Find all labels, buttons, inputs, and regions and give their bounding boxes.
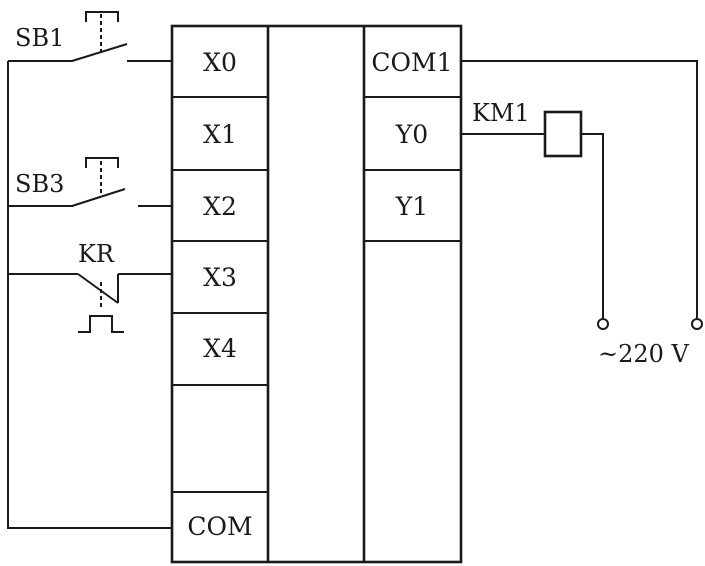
supply-terminal-left [597,318,609,330]
terminal-x1: X1 [203,120,237,149]
kr-label: KR [78,240,115,268]
km1-coil [543,110,583,158]
terminal-x0: X0 [203,48,237,77]
terminal-x2: X2 [203,192,237,221]
terminal-y0: Y0 [395,120,428,149]
sb1-label: SB1 [15,24,64,52]
supply-terminal-right [691,318,703,330]
output-circuit: KM1 ~220 V [461,60,703,368]
input-common-rail [7,61,172,529]
plc-module: X0 X1 X2 X3 X4 COM COM1 Y0 Y1 [170,24,463,564]
supply-voltage-label: ~220 V [598,340,690,368]
kr-thermal-contact: KR [8,240,172,333]
terminal-x3: X3 [203,263,237,292]
sb3-label: SB3 [15,170,64,198]
terminal-com: COM [187,512,252,541]
terminal-y1: Y1 [395,192,428,221]
km1-label: KM1 [472,99,530,127]
sb1-pushbutton: SB1 [8,11,172,62]
terminal-com1: COM1 [371,48,452,77]
sb3-pushbutton: SB3 [8,157,172,207]
terminal-x4: X4 [203,334,237,363]
